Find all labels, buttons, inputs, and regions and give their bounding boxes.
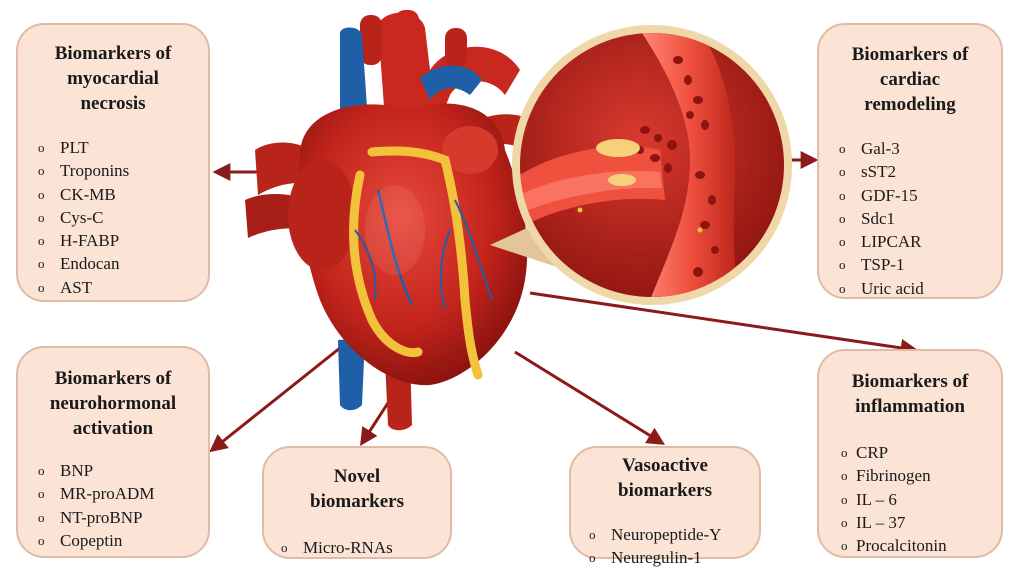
novel-title: Novel biomarkers [264, 464, 450, 514]
neurohormonal-title: Biomarkers of neurohormonal activation [18, 366, 208, 441]
arrow-to-vasoactive [515, 352, 662, 443]
remodeling-title: Biomarkers of cardiac remodeling [819, 42, 1001, 117]
inflammation-title: Biomarkers of inflammation [819, 369, 1001, 419]
heart-icon [245, 10, 535, 430]
vasoactive-title: Vasoactive biomarkers [571, 453, 759, 503]
arrow-to-inflammation [530, 293, 915, 350]
arrow-to-neurohormonal [212, 336, 355, 450]
necrosis-title: Biomarkers of myocardial necrosis [18, 41, 208, 116]
box-neurohormonal-activation: Biomarkers of neurohormonal activation o… [16, 346, 210, 558]
vessel-icon [512, 25, 792, 305]
